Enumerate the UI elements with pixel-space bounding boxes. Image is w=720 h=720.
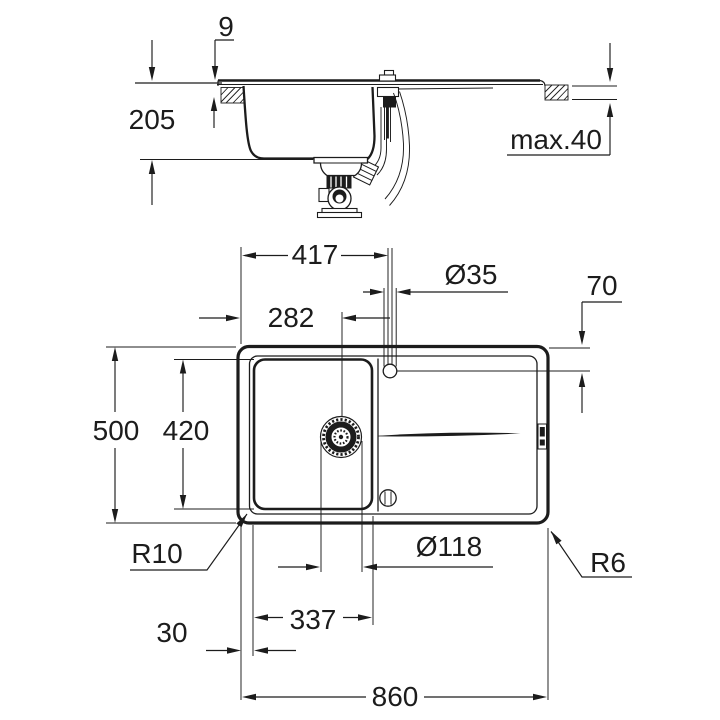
dim-max-counter-thickness: max.40	[507, 43, 614, 156]
dim-bowl-center-x: 282	[199, 302, 390, 333]
dim-tap-offset-x: 417	[242, 239, 388, 270]
dim-tap-offset-x-label: 417	[292, 239, 339, 270]
dim-rim-height: 9	[210, 11, 234, 128]
bowl-profile	[242, 85, 376, 160]
dim-drain-diameter: Ø118	[278, 441, 493, 572]
plan-view-section: 417 Ø35 282 70	[93, 239, 632, 712]
dim-bowl-depth: 205	[129, 40, 176, 205]
overflow-hose	[352, 91, 410, 206]
mounting-clip	[537, 423, 547, 450]
dim-rim-height-label: 9	[218, 11, 234, 42]
drain-strainer	[319, 415, 363, 459]
dim-overall-width-label: 860	[372, 681, 419, 712]
dim-overall-width: 860	[242, 528, 549, 712]
dim-bowl-inner-width: 337	[252, 516, 374, 656]
overflow-hole	[379, 489, 397, 507]
dim-max-counter-label: max.40	[510, 124, 602, 155]
drain-assembly	[313, 156, 369, 219]
faucet-hole	[382, 363, 398, 379]
dim-bowl-inner-depth-label: 420	[163, 415, 210, 446]
dim-overall-depth-label: 500	[93, 415, 140, 446]
dim-bowl-corner-radius-label: R10	[131, 538, 182, 569]
faucet-mount-profile	[376, 69, 400, 142]
dim-tap-hole-diameter: Ø35	[363, 259, 508, 296]
dim-edge-to-bowl-label: 30	[156, 617, 187, 648]
dim-overall-depth: 500	[93, 346, 236, 524]
dim-drain-diameter-label: Ø118	[416, 531, 482, 562]
drainboard-groove	[377, 432, 521, 437]
sink-outline	[236, 344, 550, 525]
ext-lines-tap-hole	[383, 288, 397, 367]
dim-bowl-center-x-label: 282	[268, 302, 315, 333]
dim-tap-offset-y-label: 70	[586, 270, 617, 301]
dim-bowl-inner-depth: 420	[163, 359, 254, 510]
counter-hatch-right	[544, 84, 617, 101]
bowl-outline	[252, 358, 374, 511]
dim-bowl-corner-radius: R10	[130, 513, 248, 571]
dim-bowl-depth-label: 205	[129, 104, 176, 135]
dim-tap-hole-diameter-label: Ø35	[445, 259, 498, 290]
dim-tap-offset-y: 70	[578, 270, 622, 413]
counter-hatch-left	[220, 87, 245, 104]
side-view-section: 9 205 max.40	[129, 11, 617, 219]
dim-bowl-inner-width-label: 337	[290, 604, 337, 635]
dim-outer-corner-radius-label: R6	[590, 547, 626, 578]
dim-edge-to-bowl: 30	[156, 525, 296, 700]
dim-outer-corner-radius: R6	[550, 531, 632, 578]
sink-inner-rim	[248, 355, 538, 515]
